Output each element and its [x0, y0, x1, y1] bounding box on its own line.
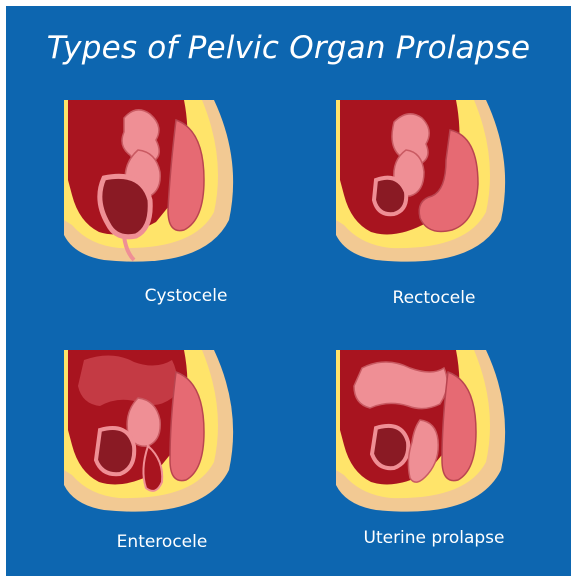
uterine-prolapse-illustration — [336, 350, 516, 520]
enterocele-illustration — [64, 350, 244, 520]
cystocele-illustration — [64, 100, 244, 270]
caption-uterine-prolapse: Uterine prolapse — [334, 528, 534, 548]
caption-cystocele: Cystocele — [86, 286, 286, 306]
diagram-title: Types of Pelvic Organ Prolapse — [0, 30, 577, 66]
caption-enterocele: Enterocele — [62, 532, 262, 552]
rectocele-illustration — [336, 100, 516, 270]
caption-rectocele: Rectocele — [334, 288, 534, 308]
